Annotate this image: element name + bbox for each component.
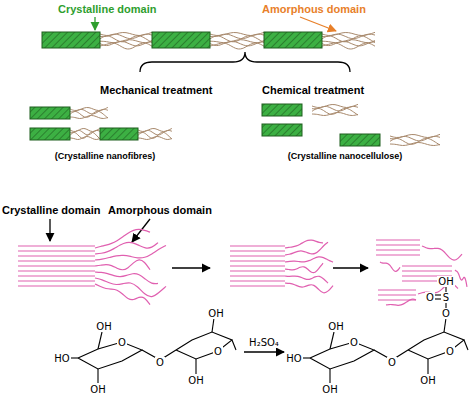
- atom-label: OH: [207, 308, 224, 319]
- amorphous-chain: [95, 278, 166, 297]
- amorphous-chain: [380, 262, 400, 271]
- atom-label: O: [441, 308, 451, 319]
- part-label: Mechanical treatment: [100, 84, 212, 96]
- atom-label: O: [349, 337, 359, 348]
- amorphous-fiber: [390, 138, 440, 145]
- atom-label: S: [442, 292, 450, 303]
- amorphous-chain: [95, 229, 150, 248]
- amorphous-chain: [285, 257, 333, 262]
- amorphous-chain: [95, 272, 158, 284]
- amorphous-chain: [285, 240, 323, 248]
- crystalline-chain: [230, 275, 285, 276]
- atom-label: HO: [285, 353, 302, 364]
- atom-label: OH: [321, 384, 338, 395]
- atom-label: OH: [419, 375, 436, 386]
- crystalline-blocks: [30, 32, 380, 146]
- amorphous-fiber: [138, 137, 172, 140]
- amorphous-fiber: [210, 36, 264, 43]
- crystalline-chain: [376, 239, 420, 240]
- atom-label: H₂SO₄: [248, 337, 280, 348]
- crystalline-chain: [230, 285, 285, 286]
- crystalline-chain: [18, 265, 95, 266]
- amorphous-chain: [95, 284, 150, 305]
- part-label: Chemical treatment: [262, 84, 364, 96]
- amorphous-fiber: [70, 137, 100, 140]
- caption-label: (Crystalline nanofibres): [55, 152, 156, 162]
- crystalline-chain: [230, 255, 285, 256]
- crystalline-chain: [376, 254, 420, 255]
- atom-label: HO: [53, 353, 70, 364]
- crystalline-chain: [18, 250, 95, 251]
- amorphous-chain: [95, 242, 158, 254]
- amorphous-chain: [422, 246, 462, 260]
- crystalline-chain: [18, 255, 95, 256]
- crystalline-chain: [402, 270, 452, 271]
- atom-label: O: [213, 346, 223, 357]
- amorphous-fiber: [100, 36, 152, 43]
- amorphous-fiber: [322, 36, 375, 43]
- crystalline-chain: [402, 265, 452, 266]
- amorphous-fibers: [70, 32, 440, 145]
- amorphous-chain: [285, 242, 328, 255]
- amorphous-fiber: [390, 143, 440, 146]
- atom-label: OH: [437, 276, 454, 287]
- amorphous-chain: [455, 270, 467, 287]
- crystalline-chain: [18, 260, 95, 261]
- amorphous-chain: [386, 299, 416, 305]
- amorphous-chain: [285, 283, 333, 293]
- amorphous-chain: [95, 260, 150, 270]
- crystalline-chain: [378, 294, 416, 295]
- atom-label: OH: [327, 321, 344, 332]
- part-label: Crystalline domain: [58, 3, 156, 15]
- amorphous-fiber: [210, 43, 264, 49]
- atom-label: O: [445, 346, 455, 357]
- amorphous-fiber: [70, 116, 108, 119]
- amorphous-fiber: [70, 111, 108, 118]
- atom-label: O: [155, 357, 165, 368]
- atom-label: OH: [187, 375, 204, 386]
- amorphous-fiber: [138, 132, 172, 139]
- amorphous-fiber: [100, 43, 152, 49]
- amorphous-fiber: [70, 132, 100, 139]
- crystalline-chain: [230, 280, 285, 281]
- amorphous-chain: [285, 276, 328, 283]
- atom-label: O: [387, 357, 397, 368]
- crystalline-chain: [18, 275, 95, 276]
- amorphous-fiber: [312, 113, 358, 116]
- crystalline-chain: [230, 265, 285, 266]
- crystalline-chain: [18, 270, 95, 271]
- crystalline-chain: [376, 244, 420, 245]
- atom-label: O: [117, 337, 127, 348]
- crystalline-chain: [230, 260, 285, 261]
- crystalline-chain: [230, 250, 285, 251]
- cellulose-chains: [18, 229, 467, 305]
- amorphous-chain: [95, 245, 166, 260]
- atom-label: OH: [89, 384, 106, 395]
- crystalline-chain: [18, 285, 95, 286]
- amorphous-chain: [285, 263, 323, 272]
- chemical-structure: [68, 286, 468, 383]
- caption-label: (Crystalline nanocellulose): [288, 152, 403, 162]
- amorphous-fiber: [312, 108, 358, 115]
- pointer-arrows: [50, 17, 368, 352]
- atom-label: OH: [95, 321, 112, 332]
- crystalline-chain: [230, 270, 285, 271]
- part-label: Amorphous domain: [262, 3, 366, 15]
- crystalline-chain: [18, 280, 95, 281]
- atom-label: O: [425, 292, 435, 303]
- part-label: Crystalline domain: [2, 204, 100, 216]
- part-label: Amorphous domain: [108, 204, 212, 216]
- amorphous-fiber: [322, 43, 375, 49]
- crystalline-chain: [378, 289, 416, 290]
- crystalline-chain: [230, 245, 285, 246]
- crystalline-chain: [18, 245, 95, 246]
- crystalline-chain: [376, 249, 420, 250]
